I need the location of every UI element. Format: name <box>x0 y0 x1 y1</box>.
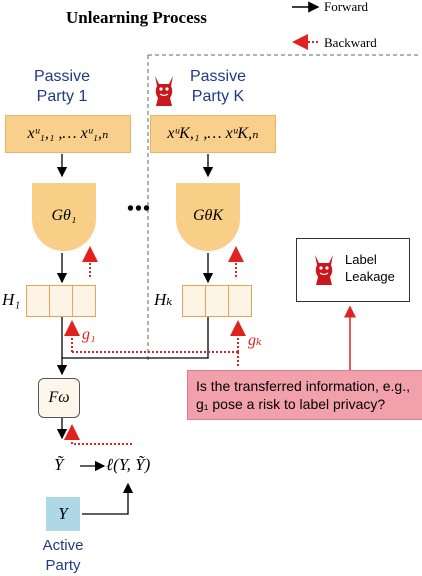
gradient-1-label: g₁ <box>82 326 96 343</box>
top-model-box: Fω <box>38 378 80 418</box>
embedding-vector-k <box>182 285 252 317</box>
passive-party-k-line2: Party K <box>191 88 245 105</box>
passive-party-1-line1: Passive <box>33 68 91 85</box>
label-leakage-line2: Leakage <box>345 269 395 284</box>
prediction-label: Ỹ <box>54 455 64 474</box>
forward-line-hk-f <box>62 317 209 359</box>
active-party-label: Active Party <box>23 536 103 576</box>
diagram-title: Unlearning Process <box>66 8 207 27</box>
active-party-line2: Party <box>45 557 81 574</box>
feature-box-party-1: xᵘ₁,₁ ,… xᵘ₁,ₙ <box>5 115 131 153</box>
embedding-k-label: Hₖ <box>154 290 173 309</box>
devil-icon <box>155 76 173 106</box>
ellipsis: ••• <box>127 198 152 220</box>
label-box: Y <box>46 497 80 531</box>
label-leakage-text: Label Leakage <box>345 251 395 285</box>
passive-party-1-label: Passive Party 1 <box>22 67 102 107</box>
party-separator-line <box>147 54 420 362</box>
passive-party-k-label: Passive Party K <box>178 67 258 107</box>
legend-backward-label: Backward <box>324 35 377 50</box>
embedding-1-label: H₁ <box>2 290 21 309</box>
embedding-vector-1 <box>26 285 96 317</box>
legend-arrows <box>292 1 320 50</box>
label-leakage-line1: Label <box>345 252 377 267</box>
active-party-line1: Active <box>42 537 84 554</box>
passive-party-1-line2: Party 1 <box>36 88 88 105</box>
feature-box-party-k: xᵘK,₁ ,… xᵘK,ₙ <box>150 115 276 153</box>
gradient-k-label: gₖ <box>248 332 262 349</box>
legend-forward-label: Forward <box>324 0 369 14</box>
passive-party-k-line1: Passive <box>189 68 247 85</box>
generator-k: GθK <box>176 183 240 251</box>
forward-arrow-y-loss <box>82 482 134 515</box>
privacy-question-box: Is the transferred information, e.g., g₁… <box>187 370 422 420</box>
loss-label: ℓ(Y, Ỹ) <box>106 455 151 474</box>
devil-icon <box>315 255 333 285</box>
generator-1: Gθ₁ <box>32 183 96 251</box>
label-leakage-box: Label Leakage <box>296 238 410 302</box>
